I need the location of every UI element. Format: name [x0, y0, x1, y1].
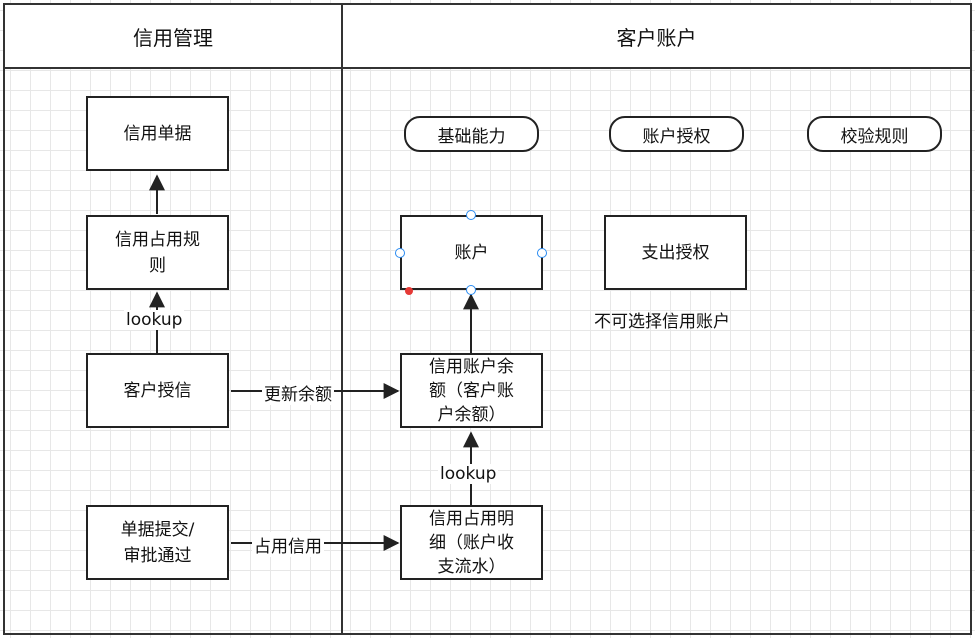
node-credit-occupy-rule[interactable]: 信用占用规 则: [86, 215, 229, 290]
lane-title-credit-management: 信用管理: [5, 5, 341, 69]
selection-handle-left[interactable]: [395, 248, 405, 258]
node-credit-occupy-detail[interactable]: 信用占用明 细（账户收 支流水）: [400, 505, 543, 580]
node-document-submit-approve[interactable]: 单据提交/ 审批通过: [86, 505, 229, 580]
note-no-credit-account: 不可选择信用账户: [594, 312, 730, 332]
node-account[interactable]: 账户: [400, 215, 543, 290]
selection-handle-bottom[interactable]: [466, 285, 476, 295]
edge-label-lookup-left: lookup: [124, 310, 185, 330]
edge-label-lookup-right: lookup: [438, 464, 499, 484]
selection-handle-right[interactable]: [537, 248, 547, 258]
lane-customer-account: 客户账户: [341, 3, 972, 635]
node-expense-authorization[interactable]: 支出授权: [604, 215, 747, 290]
selection-handle-top[interactable]: [466, 210, 476, 220]
lane-title-customer-account: 客户账户: [343, 5, 970, 69]
connection-point-marker: [405, 287, 413, 295]
node-credit-account-balance[interactable]: 信用账户余 额（客户账 户余额）: [400, 353, 543, 428]
category-validation-rules[interactable]: 校验规则: [807, 116, 942, 152]
node-credit-document[interactable]: 信用单据: [86, 96, 229, 171]
category-account-authorization[interactable]: 账户授权: [609, 116, 744, 152]
node-customer-credit-grant[interactable]: 客户授信: [86, 353, 229, 428]
edge-label-occupy-credit: 占用信用: [252, 532, 324, 557]
category-basic-capability[interactable]: 基础能力: [404, 116, 539, 152]
lane-credit-management: 信用管理: [3, 3, 343, 635]
edge-label-update-balance: 更新余额: [262, 380, 334, 405]
